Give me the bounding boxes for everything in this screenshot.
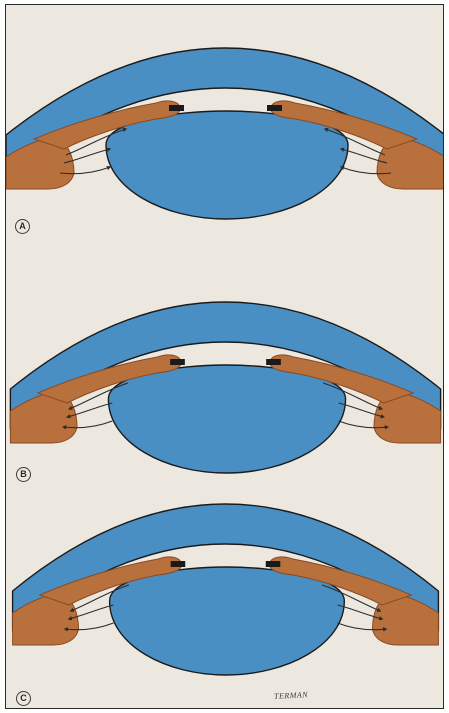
panel-b-right-iris-tip: [266, 359, 281, 365]
panel-label-b: B: [16, 467, 31, 482]
panel-a-right-iris-tip: [267, 105, 282, 111]
panel-a: [6, 48, 444, 219]
panel-a-left-iris-tip: [169, 105, 184, 111]
panel-c: [13, 504, 439, 675]
figure-canvas: [6, 5, 444, 709]
panel-label-c: C: [16, 691, 31, 706]
panel-b-lens: [108, 365, 345, 473]
panel-a-lens: [106, 111, 348, 219]
artist-signature: TERMAN: [274, 690, 309, 701]
panel-c-right-iris-tip: [266, 561, 281, 567]
panel-b-left-iris-tip: [170, 359, 185, 365]
eye-anatomy-figure: A B C TERMAN: [5, 4, 444, 709]
panel-label-a: A: [15, 219, 30, 234]
panel-c-left-iris-tip: [171, 561, 186, 567]
panel-b: [10, 302, 440, 473]
panel-c-lens: [110, 567, 345, 675]
